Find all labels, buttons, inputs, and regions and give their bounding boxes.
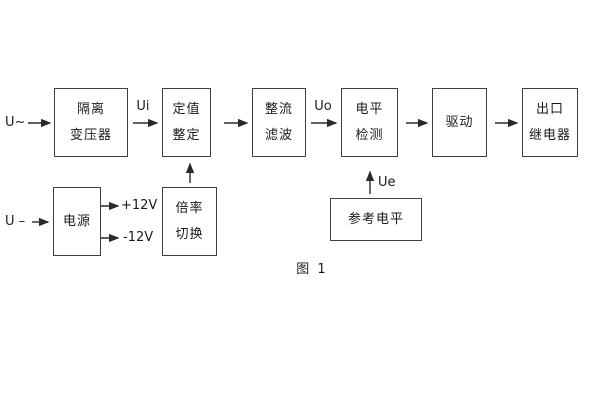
block-label: 继电器 [528,128,571,143]
block-output-relay: 出口 继电器 [522,88,578,157]
block-level-detect: 电平 检测 [341,88,398,157]
block-label: 倍率 [175,201,204,216]
block-label: 变压器 [69,128,112,143]
block-ratio-switch: 倍率 切换 [162,187,217,256]
dc-input-label: U – [5,214,26,229]
block-label: 电源 [62,214,91,229]
block-label: 定值 [172,102,201,117]
block-power-supply: 电源 [53,187,101,256]
block-label: 参考电平 [347,212,404,227]
block-label: 切换 [175,227,204,242]
block-label: 滤波 [264,128,293,143]
block-label: 电平 [355,102,384,117]
block-label: 驱动 [445,115,474,130]
block-driver: 驱动 [432,88,487,157]
plus-12v-label: +12V [121,198,158,213]
signal-ue-label: Ue [378,175,396,190]
minus-12v-label: -12V [123,230,154,245]
ac-input-label: U~ [5,115,26,130]
block-label: 出口 [535,102,564,117]
block-label: 检测 [355,128,384,143]
block-label: 整流 [264,102,293,117]
figure-caption: 图 1 [296,262,328,277]
signal-uo-label: Uo [314,99,332,114]
block-rectifier-filter: 整流 滤波 [252,88,306,157]
block-setting-adjust: 定值 整定 [162,88,211,157]
block-isolation-transformer: 隔离 变压器 [54,88,128,157]
block-label: 隔离 [76,102,105,117]
signal-ui-label: Ui [136,99,150,114]
block-label: 整定 [172,128,201,143]
block-reference-level: 参考电平 [330,198,422,241]
